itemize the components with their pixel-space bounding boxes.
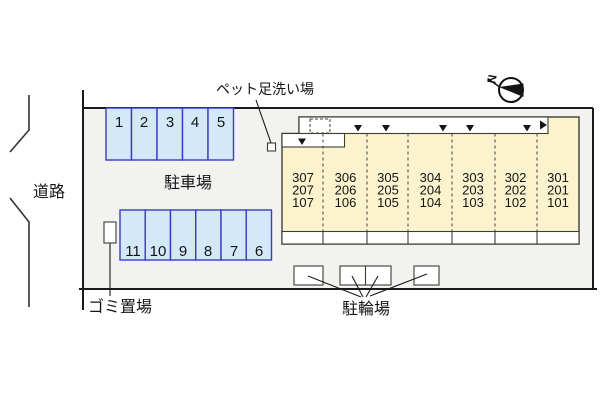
parking-space-number: 5 (217, 114, 225, 131)
entrance-arrow-right-icon (540, 120, 547, 130)
building-corridor (298, 116, 549, 135)
compass-line (487, 77, 501, 88)
balcony-row (281, 230, 580, 245)
garbage-label: ゴミ置場 (88, 297, 152, 316)
parking-space-number: 11 (125, 243, 141, 260)
room-number: 307 (292, 170, 314, 185)
unit-dividers (322, 133, 538, 232)
room-number: 303 (462, 170, 484, 185)
stairs-dashed-box (309, 118, 331, 134)
room-number: 304 (420, 170, 442, 185)
parking-row-top: 1 2 3 4 5 (105, 107, 235, 161)
building: 307 207 107 306 206 106 305 205 105 304 … (281, 116, 580, 245)
north-compass: N (484, 74, 524, 103)
room-number: 104 (420, 195, 442, 210)
pet-wash-leader-line (255, 99, 272, 144)
entrance-arrows (298, 120, 547, 145)
entrance-arrow-down-icon (382, 125, 390, 132)
bicycle-racks (293, 265, 440, 286)
entrance-arrow-down-icon (439, 125, 447, 132)
room-number: 107 (292, 195, 314, 210)
entrance-arrow-down-icon (354, 125, 362, 132)
parking-lot-label: 駐車場 (164, 174, 212, 192)
entrance-arrow-down-icon (523, 125, 531, 132)
balcony-dividers (322, 231, 538, 244)
parking-space-number: 3 (166, 114, 174, 131)
room-number: 207 (292, 183, 314, 198)
parking-space (130, 107, 158, 161)
parking-space-number: 1 (115, 114, 123, 131)
entrance-arrow-down-icon (298, 138, 306, 145)
room-number: 206 (335, 183, 357, 198)
bicycle-leader-lines (307, 273, 428, 298)
room-number: 101 (547, 195, 569, 210)
parking-space-number: 4 (191, 114, 199, 131)
parking-space (156, 107, 184, 161)
room-number: 205 (377, 183, 399, 198)
parking-space-number: 2 (140, 114, 148, 131)
parking-space-number: 9 (179, 243, 187, 260)
entrance-arrow-down-icon (466, 125, 474, 132)
room-number: 302 (505, 170, 527, 185)
bicycle-rack (293, 265, 324, 286)
road-edge-lower (9, 197, 30, 307)
parking-space-number: 10 (150, 243, 167, 260)
parking-space (245, 209, 273, 261)
room-number: 203 (462, 183, 484, 198)
parking-row-bottom: 11 10 9 8 7 6 (119, 209, 273, 261)
north-label: N (484, 74, 499, 85)
garbage-box (103, 221, 117, 244)
room-numbers: 307 207 107 306 206 106 305 205 105 304 … (292, 170, 569, 210)
room-number: 305 (377, 170, 399, 185)
room-number: 103 (462, 195, 484, 210)
building-entrance-porch (281, 132, 346, 148)
parking-space (207, 107, 235, 161)
room-number: 102 (505, 195, 527, 210)
parking-space (119, 209, 146, 261)
parking-space-number: 7 (230, 243, 238, 260)
room-number: 306 (335, 170, 357, 185)
bicycle-rack (413, 265, 440, 286)
parking-space-number: 8 (204, 243, 212, 260)
room-number: 106 (335, 195, 357, 210)
road-edge-upper (9, 95, 30, 153)
compass-needle-icon (499, 83, 524, 97)
bicycle-parking-label: 駐輪場 (342, 300, 390, 318)
parking-space (181, 107, 209, 161)
room-number: 201 (547, 183, 569, 198)
pet-wash-label: ペット足洗い場 (216, 81, 314, 97)
room-number: 204 (420, 183, 442, 198)
road-label: 道路 (33, 183, 65, 201)
pet-wash-box (266, 142, 277, 152)
parking-space-number: 6 (255, 243, 263, 260)
room-number: 105 (377, 195, 399, 210)
parking-space (105, 107, 133, 161)
room-number: 301 (547, 170, 569, 185)
room-number: 202 (505, 183, 527, 198)
